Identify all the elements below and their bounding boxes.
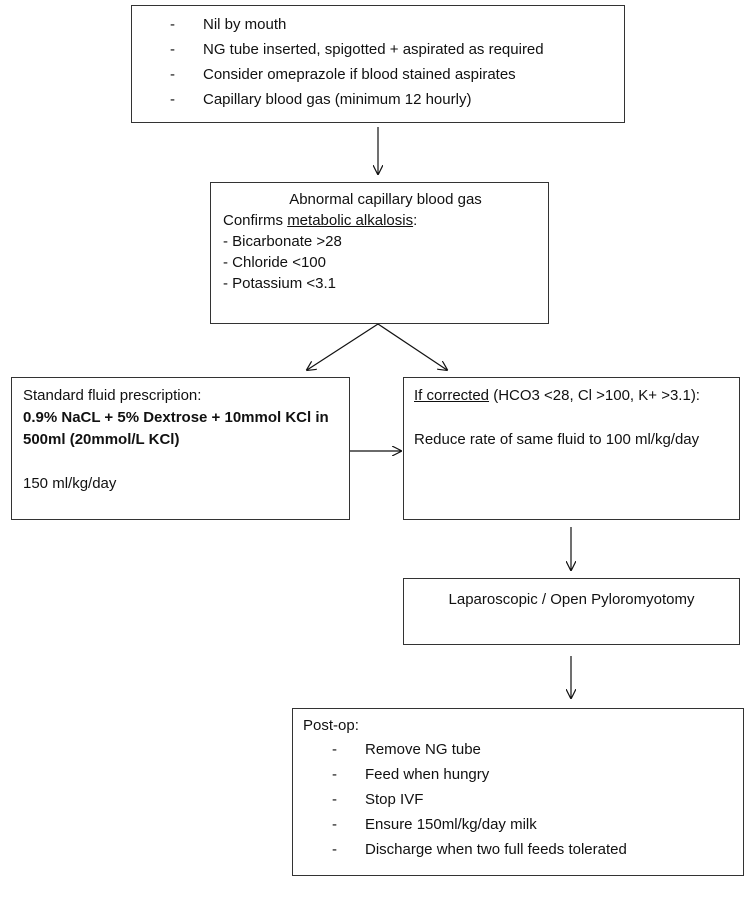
confirms-suffix: : bbox=[413, 212, 418, 229]
list-item: NG tube inserted, spigotted + aspirated … bbox=[170, 37, 624, 62]
list-item: - Bicarbonate >28 bbox=[223, 233, 342, 250]
post-op-box: Post-op: Remove NG tube Feed when hungry… bbox=[292, 708, 744, 876]
fluid-prescription-title: Standard fluid prescription: bbox=[23, 387, 202, 404]
list-item: Nil by mouth bbox=[170, 12, 624, 37]
if-corrected-label: If corrected bbox=[414, 387, 490, 404]
fluid-composition-line2: 500ml (20mmol/L KCl) bbox=[23, 431, 180, 448]
pyloromyotomy-text: Laparoscopic / Open Pyloromyotomy bbox=[448, 591, 695, 608]
arrow-box2-to-box4 bbox=[377, 323, 447, 370]
list-item: - Chloride <100 bbox=[223, 254, 326, 271]
list-item: Ensure 150ml/kg/day milk bbox=[332, 812, 743, 837]
list-item: Stop IVF bbox=[332, 787, 743, 812]
list-item: Consider omeprazole if blood stained asp… bbox=[170, 62, 624, 87]
blood-gas-title: Abnormal capillary blood gas bbox=[289, 191, 482, 208]
arrow-box2-to-box3 bbox=[307, 323, 379, 370]
list-item: Remove NG tube bbox=[332, 737, 743, 762]
initial-management-list: Nil by mouth NG tube inserted, spigotted… bbox=[170, 12, 624, 112]
list-item: Discharge when two full feeds tolerated bbox=[332, 837, 743, 862]
blood-gas-box: Abnormal capillary blood gas Confirms me… bbox=[210, 182, 549, 324]
correction-thresholds: (HCO3 <28, Cl >100, K+ >3.1): bbox=[489, 387, 700, 404]
list-item: Feed when hungry bbox=[332, 762, 743, 787]
confirms-prefix: Confirms bbox=[223, 212, 288, 229]
list-item: Capillary blood gas (minimum 12 hourly) bbox=[170, 87, 624, 112]
confirms-line: Confirms metabolic alkalosis: bbox=[223, 210, 548, 231]
post-op-title: Post-op: bbox=[303, 717, 359, 734]
list-item: - Potassium <3.1 bbox=[223, 275, 336, 292]
blood-gas-criteria: - Bicarbonate >28 - Chloride <100 - Pota… bbox=[223, 231, 548, 294]
fluid-prescription-box: Standard fluid prescription: 0.9% NaCL +… bbox=[11, 377, 350, 520]
if-corrected-box: If corrected (HCO3 <28, Cl >100, K+ >3.1… bbox=[403, 377, 740, 520]
pyloromyotomy-box: Laparoscopic / Open Pyloromyotomy bbox=[403, 578, 740, 645]
fluid-composition-line1: 0.9% NaCL + 5% Dextrose + 10mmol KCl in bbox=[23, 409, 329, 426]
initial-management-box: Nil by mouth NG tube inserted, spigotted… bbox=[131, 5, 625, 123]
reduced-rate-text: Reduce rate of same fluid to 100 ml/kg/d… bbox=[414, 431, 700, 448]
if-corrected-line: If corrected (HCO3 <28, Cl >100, K+ >3.1… bbox=[414, 385, 739, 407]
post-op-list: Remove NG tube Feed when hungry Stop IVF… bbox=[332, 737, 743, 862]
metabolic-alkalosis-term: metabolic alkalosis bbox=[287, 212, 414, 229]
fluid-rate: 150 ml/kg/day bbox=[23, 475, 117, 492]
